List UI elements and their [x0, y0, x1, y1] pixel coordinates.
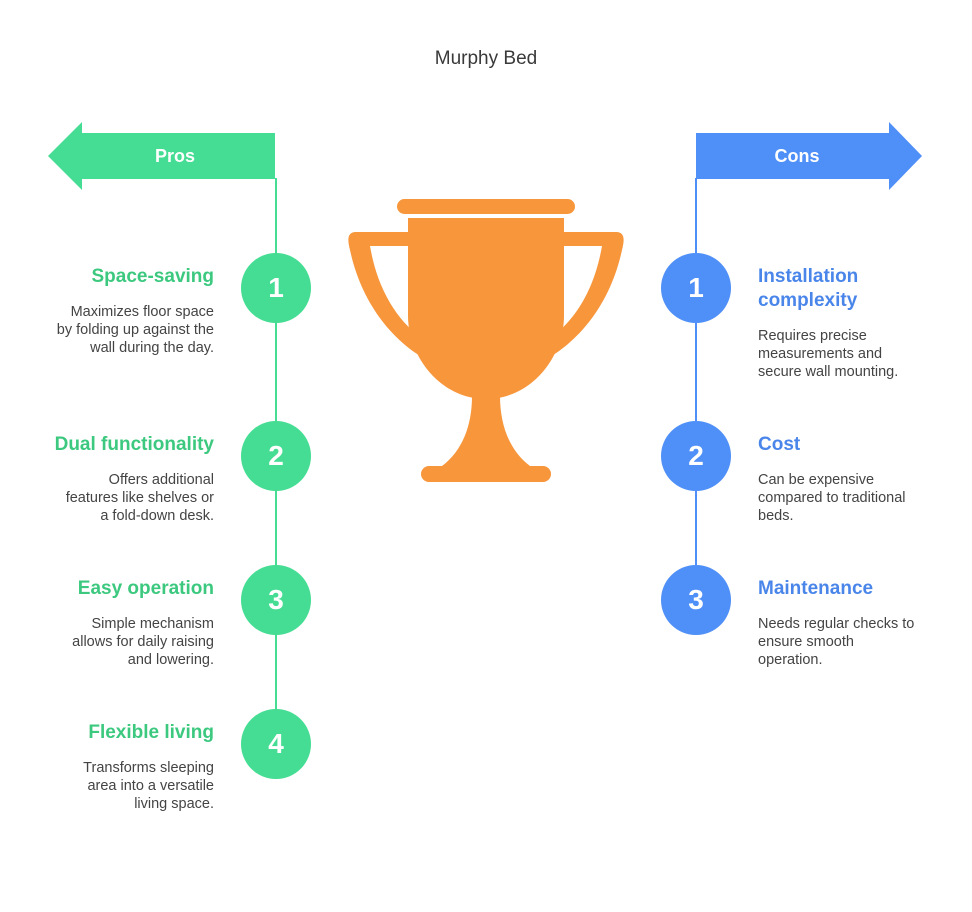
pro-heading-3: Easy operation [77, 578, 214, 599]
con-description-1: Requires precise measurements and secure… [758, 328, 899, 380]
con-description-2: Can be expensive compared to traditional… [758, 472, 906, 524]
pro-number-4: 4 [241, 709, 311, 779]
pro-description-2: Offers additional features like shelves … [65, 472, 214, 524]
cons-label: Cons [774, 146, 820, 166]
pro-description-3: Simple mechanism allows for daily raisin… [72, 616, 214, 668]
pro-number-1: 1 [241, 253, 311, 323]
diagram-title: Murphy Bed [434, 48, 538, 69]
pro-number-3: 3 [241, 565, 311, 635]
pro-number-2: 2 [241, 421, 311, 491]
cons-arrow [696, 122, 922, 190]
pro-heading-1: Space-saving [91, 266, 215, 287]
pro-description-4: Transforms sleeping area into a versatil… [83, 760, 214, 812]
con-number-1: 1 [661, 253, 731, 323]
pros-label: Pros [154, 146, 196, 166]
con-number-2: 2 [661, 421, 731, 491]
con-description-3: Needs regular checks to ensure smooth op… [758, 616, 915, 668]
con-number-3: 3 [661, 565, 731, 635]
con-heading-3: Maintenance [758, 578, 874, 599]
con-heading-2: Cost [758, 434, 801, 455]
pro-heading-4: Flexible living [88, 722, 214, 743]
cons-timeline-line [695, 178, 697, 600]
con-heading-1: Installation complexity [758, 266, 859, 311]
trophy-icon [348, 199, 624, 482]
pro-description-1: Maximizes floor space by folding up agai… [56, 304, 214, 356]
pro-heading-2: Dual functionality [54, 434, 214, 455]
pros-arrow [48, 122, 275, 190]
